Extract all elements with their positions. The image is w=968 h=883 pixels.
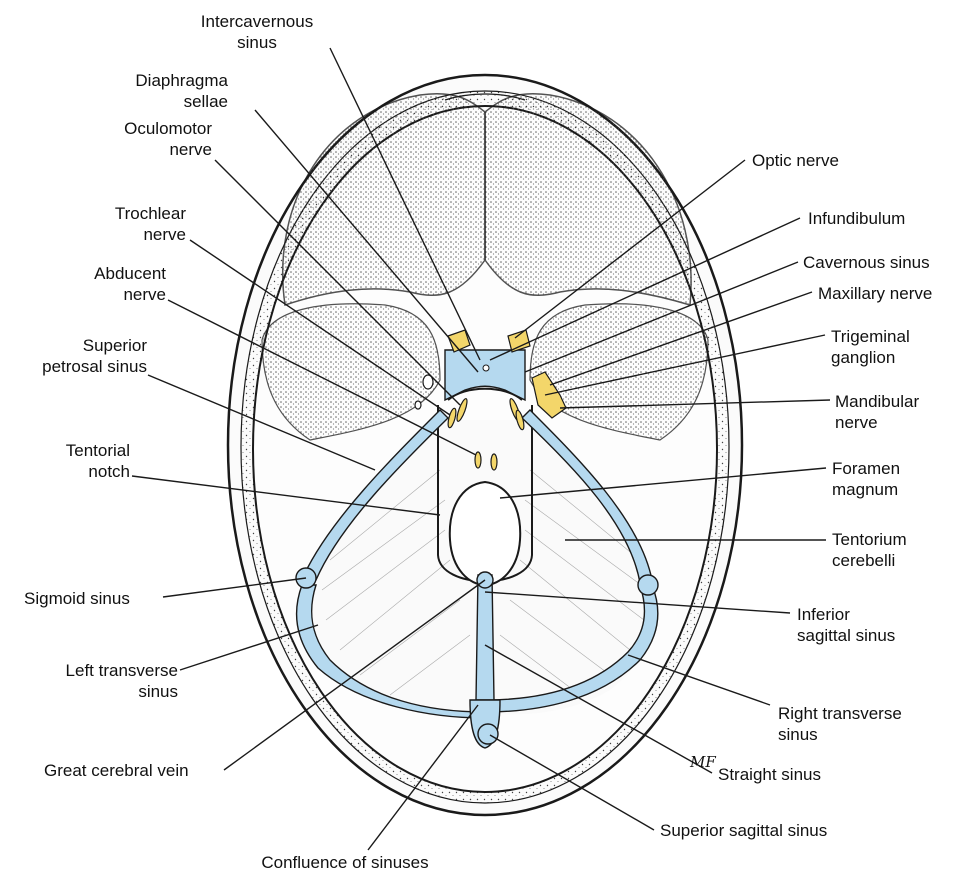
- label-tentorium-cerebelli: Tentorium cerebelli: [832, 529, 907, 571]
- label-trochlear-nerve: Trochlear nerve: [20, 203, 186, 245]
- label-right-transverse-sinus: Right transverse sinus: [778, 703, 902, 745]
- artist-signature: MF: [690, 752, 716, 773]
- label-superior-petrosal-sinus: Superior petrosal sinus: [0, 335, 147, 377]
- label-diaphragma-sellae: Diaphragma sellae: [60, 70, 228, 112]
- label-left-transverse-sinus: Left transverse sinus: [0, 660, 178, 702]
- label-abducent-nerve: Abducent nerve: [0, 263, 166, 305]
- label-foramen-magnum: Foramen magnum: [832, 458, 900, 500]
- label-superior-sagittal-sinus: Superior sagittal sinus: [660, 820, 827, 841]
- label-optic-nerve: Optic nerve: [752, 150, 839, 171]
- straight-sinus-shape: [476, 575, 494, 700]
- label-straight-sinus: Straight sinus: [718, 764, 821, 785]
- superior-sagittal-sinus-shape: [478, 724, 498, 744]
- sigmoid-right: [638, 575, 658, 595]
- label-tentorial-notch: Tentorial notch: [0, 440, 130, 482]
- label-inferior-sagittal-sinus: Inferior sagittal sinus: [797, 604, 895, 646]
- label-great-cerebral-vein: Great cerebral vein: [44, 760, 189, 781]
- label-confluence-of-sinuses: Confluence of sinuses: [220, 852, 470, 873]
- label-mandibular-nerve: Mandibular nerve: [835, 391, 919, 433]
- label-oculomotor-nerve: Oculomotor nerve: [40, 118, 212, 160]
- intercavernous-mark: [483, 365, 489, 371]
- label-maxillary-nerve: Maxillary nerve: [818, 283, 932, 304]
- label-intercavernous-sinus: Intercavernous sinus: [172, 11, 342, 53]
- label-cavernous-sinus: Cavernous sinus: [803, 252, 930, 273]
- foramen-spinosum-left: [415, 401, 421, 409]
- abducent-right: [491, 454, 497, 470]
- label-sigmoid-sinus: Sigmoid sinus: [24, 588, 130, 609]
- label-trigeminal-ganglion: Trigeminal ganglion: [831, 326, 910, 368]
- label-infundibulum: Infundibulum: [808, 208, 905, 229]
